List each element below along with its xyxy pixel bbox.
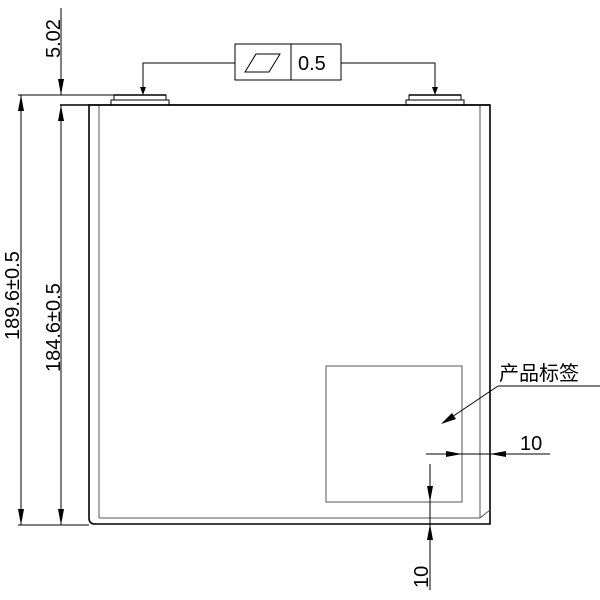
cell-body xyxy=(60,104,491,525)
product-label-text: 产品标签 xyxy=(499,361,579,385)
label-offset-bottom-value: 10 xyxy=(411,566,433,588)
product-label-callout: 产品标签 xyxy=(441,361,600,424)
dimension-label-offset-right: 10 xyxy=(426,433,550,457)
label-offset-right-value: 10 xyxy=(520,433,542,455)
product-label-area xyxy=(325,365,463,503)
dimension-overall-height: 189.6±0.5 xyxy=(2,95,24,525)
dimension-label-offset-bottom: 10 xyxy=(411,464,433,590)
overall-height-value: 189.6±0.5 xyxy=(2,251,24,340)
right-terminal xyxy=(405,94,465,106)
left-terminal xyxy=(110,94,170,106)
terminal-height-value: 5.02 xyxy=(43,19,65,58)
tolerance-frame: 0.5 xyxy=(140,43,438,95)
body-height-value: 184.6±0.5 xyxy=(43,283,65,372)
flatness-parallelogram-icon xyxy=(244,53,281,73)
tolerance-value: 0.5 xyxy=(298,53,326,75)
dimension-terminal-height: 5.02 xyxy=(43,8,65,525)
